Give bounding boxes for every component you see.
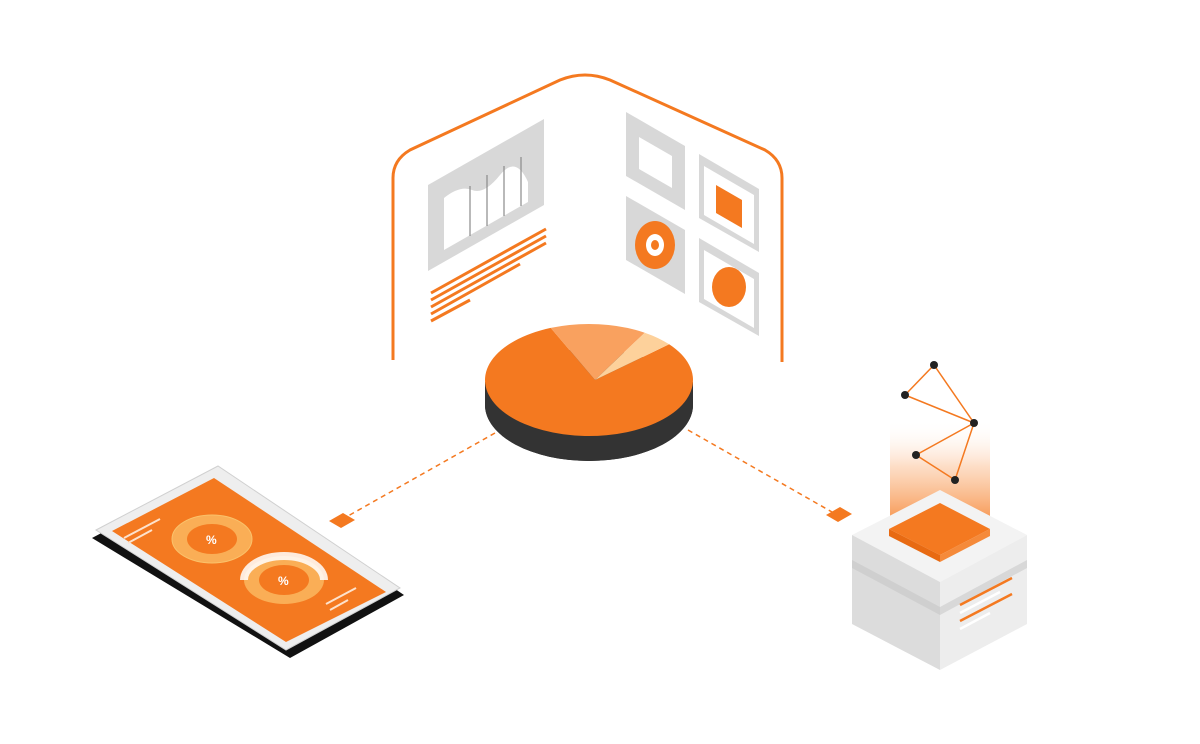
area-chart-line xyxy=(444,166,528,250)
gauge-1: % xyxy=(171,514,253,564)
dashboard-right-page xyxy=(626,112,759,336)
text-lines xyxy=(430,227,547,323)
pie-chart-icon xyxy=(485,324,693,461)
pie-slice-medium xyxy=(550,324,645,380)
box-left xyxy=(852,535,940,670)
connector-node-right xyxy=(826,507,852,522)
phone-screen xyxy=(112,478,386,642)
gauge-1-symbol: % xyxy=(206,533,217,547)
phone-text-lines xyxy=(123,518,357,611)
pie-slice-small xyxy=(595,332,670,380)
gauge-2-symbol: % xyxy=(278,574,289,588)
box-right xyxy=(940,535,1027,670)
dashboard-outline xyxy=(391,73,784,362)
dashboard-panel xyxy=(391,73,784,362)
network-graph-icon xyxy=(901,361,978,484)
connector-node-left xyxy=(329,513,355,528)
dashboard-left-page xyxy=(428,119,547,323)
gauge-2: % xyxy=(240,552,328,604)
glow-tile xyxy=(889,503,990,555)
box-text-lines xyxy=(959,576,1013,631)
box-stripe-right xyxy=(940,560,1027,615)
smartphone-icon: % % xyxy=(92,465,404,658)
pie-slice-large xyxy=(485,327,693,437)
connectors xyxy=(347,429,833,517)
server-box-icon xyxy=(852,420,1027,670)
box-stripe-left xyxy=(852,560,940,615)
